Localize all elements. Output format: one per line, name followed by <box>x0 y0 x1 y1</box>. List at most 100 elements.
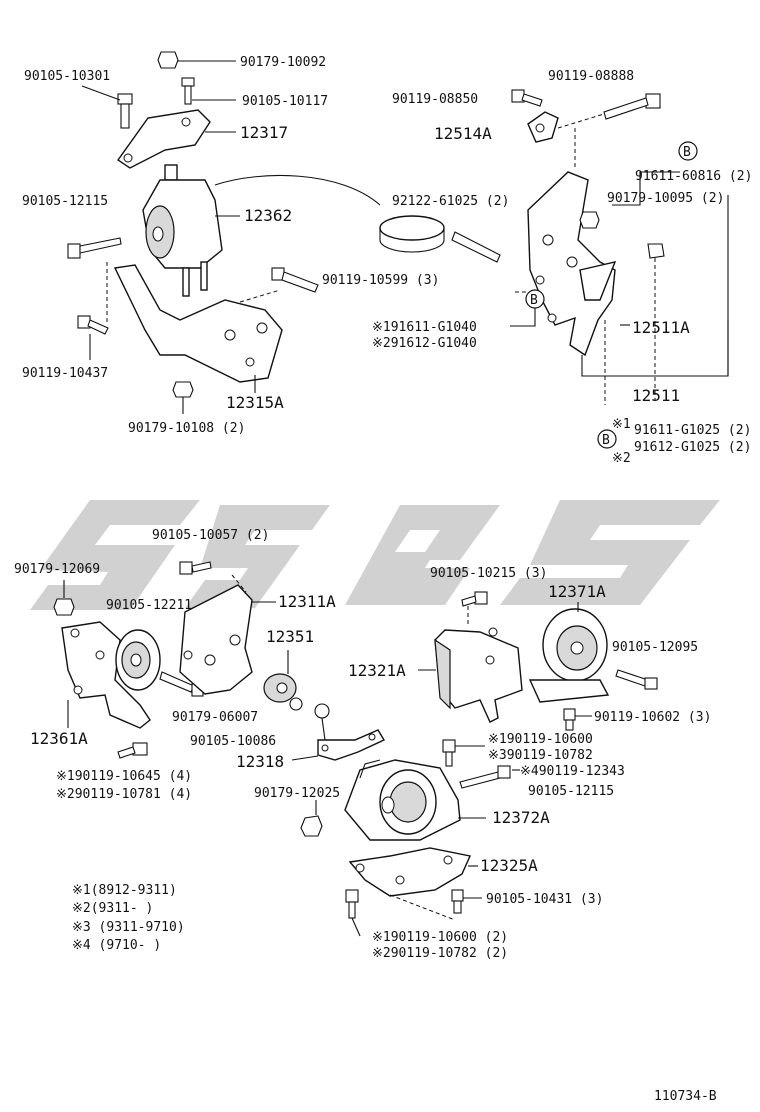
label: 12321A <box>348 661 406 680</box>
label: 12351 <box>266 627 314 646</box>
label: ※191611-G1040 <box>372 320 477 335</box>
label: ※2 <box>612 451 631 466</box>
label: 12371A <box>548 582 606 601</box>
legend-item: ※2(9311- ) <box>72 901 153 916</box>
bracket-12315A <box>106 262 283 393</box>
watermark <box>30 500 720 610</box>
legend-item: ※3 (9311-9710) <box>72 920 185 935</box>
bracket-12318 <box>291 703 386 761</box>
bolt-icon <box>345 889 361 937</box>
label: ※490119-12343 <box>520 764 625 779</box>
bracket-12321A <box>418 627 523 723</box>
label: 90179-10095 (2) <box>607 191 724 206</box>
label: 12315A <box>226 393 284 412</box>
label: 91612-G1025 (2) <box>634 440 751 455</box>
mount-12361A <box>61 621 161 729</box>
stud-icon <box>451 231 501 263</box>
label: 90105-10215 (3) <box>430 566 547 581</box>
nut-icon <box>579 211 600 229</box>
svg-text:B: B <box>530 293 538 308</box>
bolt-icon <box>511 89 543 107</box>
label: 90119-08888 <box>548 69 634 84</box>
label: 90179-10108 (2) <box>128 421 245 436</box>
nut-icon <box>300 800 323 837</box>
label: ※291612-G1040 <box>372 336 477 351</box>
nut-icon <box>53 580 75 616</box>
label: 12325A <box>480 856 538 875</box>
bolt-icon <box>271 267 319 293</box>
label: 12511A <box>632 318 690 337</box>
label: 90105-10431 (3) <box>486 892 603 907</box>
label: 90179-10092 <box>240 55 326 70</box>
label: 90105-10057 (2) <box>152 528 269 543</box>
mount-12372A <box>344 759 486 841</box>
label: 91611-G1025 (2) <box>634 423 751 438</box>
label: ※1 <box>612 417 631 432</box>
label: 90179-12025 <box>254 786 340 801</box>
label: 90105-10086 <box>190 734 276 749</box>
bolt-icon <box>179 561 212 575</box>
label: 12372A <box>492 808 550 827</box>
label: 92122-61025 (2) <box>392 194 509 209</box>
label: 90105-12211 <box>106 598 192 613</box>
bolt-icon <box>615 669 658 690</box>
label: ※190119-10645 (4) <box>56 769 192 784</box>
label: ※390119-10782 <box>488 748 593 763</box>
label: 90119-10437 <box>22 366 108 381</box>
legend-item: ※4 (9710- ) <box>72 938 161 953</box>
bolt-icon <box>181 77 236 105</box>
label: 12514A <box>434 124 492 143</box>
label: 12511 <box>632 386 680 405</box>
top-left-assembly <box>67 51 381 414</box>
bolt-icon <box>77 315 109 360</box>
nut-icon <box>157 51 236 69</box>
marker-b-icon: B <box>678 141 698 161</box>
svg-text:B: B <box>602 433 610 448</box>
label: ※290119-10781 (4) <box>56 787 192 802</box>
marker-b-icon <box>314 703 330 719</box>
label: 12311A <box>278 592 336 611</box>
bolt-icon <box>603 93 661 120</box>
bolt-icon <box>459 765 520 789</box>
mount-ring <box>379 215 445 253</box>
label: 12317 <box>240 123 288 142</box>
bolt-icon <box>461 591 488 625</box>
label: 90179-12069 <box>14 562 100 577</box>
marker-b-icon: B <box>525 289 545 309</box>
legend-item: ※1(8912-9311) <box>72 883 177 898</box>
washer-icon <box>289 697 303 711</box>
bolt-icon <box>563 708 592 731</box>
label: 90105-10301 <box>24 69 110 84</box>
leader-line <box>214 175 381 206</box>
nut-icon <box>172 381 194 414</box>
label: ※290119-10782 (2) <box>372 946 508 961</box>
engine-mount-12362 <box>142 164 240 297</box>
label: 90119-10602 (3) <box>594 710 711 725</box>
label: 91611-60816 (2) <box>635 169 752 184</box>
bolt-icon <box>451 889 482 914</box>
bolt-icon <box>442 739 485 767</box>
label: 90105-12115 <box>22 194 108 209</box>
label: 90119-08850 <box>392 92 478 107</box>
label: 90119-10599 (3) <box>322 273 439 288</box>
mount-12371A <box>528 602 610 703</box>
bolt-icon <box>117 742 148 759</box>
bushing-12351 <box>263 650 297 703</box>
label: 90105-12115 <box>528 784 614 799</box>
bottom-right-assembly <box>300 591 658 937</box>
leader-line <box>612 171 680 206</box>
bracket-12311A <box>179 574 276 695</box>
label: 90105-10117 <box>242 94 328 109</box>
label: 12362 <box>244 206 292 225</box>
label: 12318 <box>236 752 284 771</box>
bolt-icon <box>647 243 665 259</box>
clip-12514A <box>527 111 605 170</box>
bolt-icon <box>81 85 133 129</box>
bottom-left-assembly <box>53 561 386 761</box>
label: 12361A <box>30 729 88 748</box>
label: 90179-06007 <box>172 710 258 725</box>
leader-line <box>581 195 729 377</box>
marker-b-icon: B <box>597 429 617 449</box>
part-labels: 90179-10092 90105-10301 90105-10117 1231… <box>14 55 752 961</box>
